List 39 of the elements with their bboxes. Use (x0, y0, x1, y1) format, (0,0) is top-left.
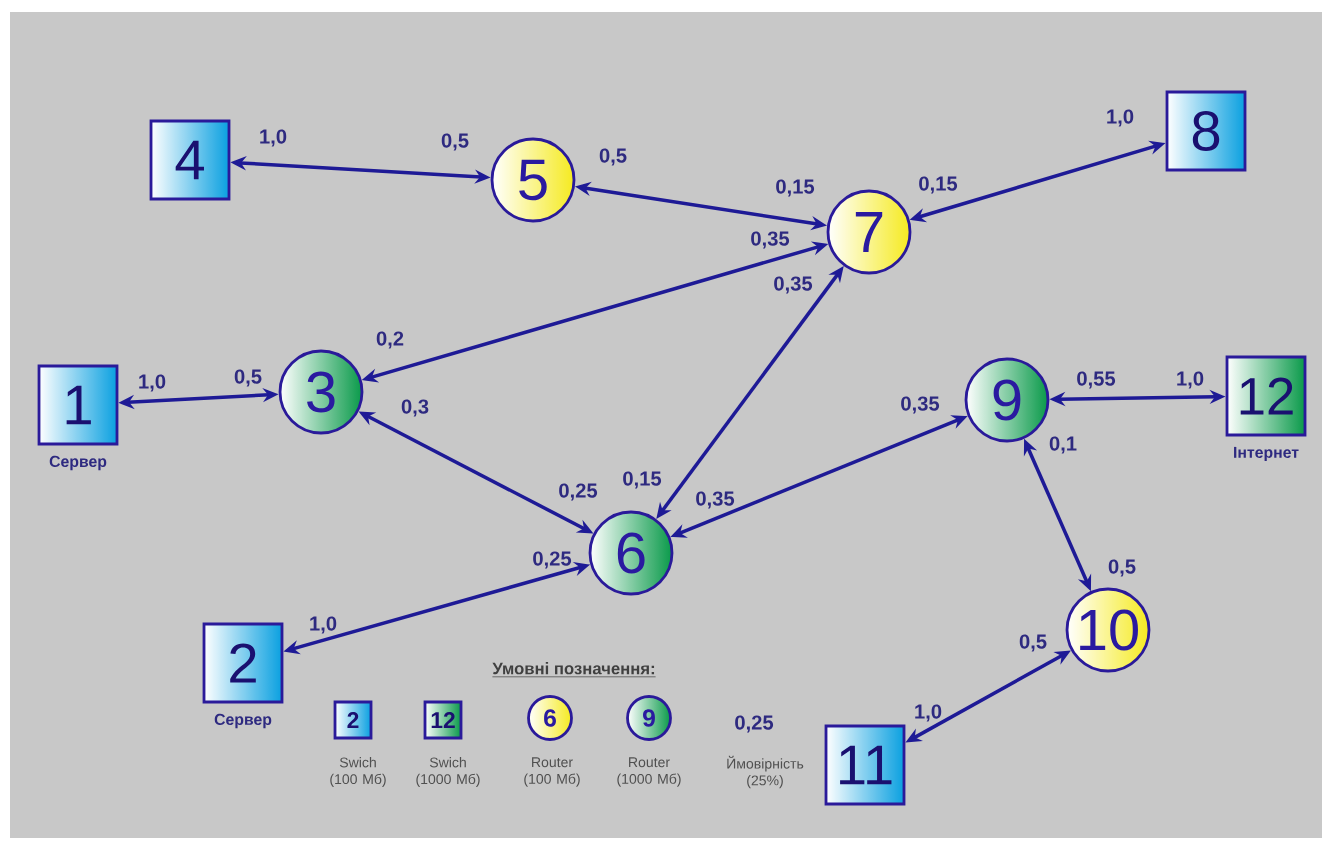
probability-label: 1,0 (260, 129, 287, 147)
probability-label: 0,35 (751, 231, 790, 249)
switch-box: 8 (1165, 90, 1247, 172)
legend-text: Ймовірність (25%) (727, 755, 804, 789)
probability-label: 0,1 (1049, 436, 1077, 454)
switch-box: 12 (1225, 355, 1307, 437)
node-caption: Сервер (214, 713, 272, 729)
node-caption: Сервер (49, 455, 107, 471)
probability-label: 0,15 (919, 176, 958, 194)
probability-label: 1,0 (310, 616, 337, 634)
probability-label: 0,25 (559, 483, 598, 501)
switch-box: 11 (824, 724, 906, 806)
probability-label: 1,0 (139, 374, 166, 392)
probability-label: 0,35 (774, 276, 813, 294)
legend-heading: Умовні позначення: (492, 662, 656, 678)
probability-label: 0,15 (623, 471, 662, 489)
probability-label: 0,35 (696, 491, 735, 509)
probability-label: 0,2 (376, 331, 404, 349)
legend-text: Swich (1000 Мб) (416, 757, 480, 787)
probability-label: 0,5 (234, 369, 262, 387)
legend-text: Swich (100 Мб) (330, 757, 386, 787)
probability-label: 0,3 (401, 399, 429, 417)
switch-box: 4 (149, 119, 231, 201)
probability-label: 0,25 (533, 551, 572, 569)
probability-label: 0,15 (776, 179, 815, 197)
probability-label: 0,35 (901, 396, 940, 414)
probability-label: 1,0 (1107, 109, 1134, 127)
switch-box: 2 (202, 622, 284, 704)
probability-label: 0,25 (735, 715, 774, 733)
probability-label: 1,0 (915, 704, 942, 722)
probability-label: 1,0 (1177, 371, 1204, 389)
probability-label: 0,55 (1077, 371, 1116, 389)
probability-label: 0,5 (599, 148, 627, 166)
switch-box: 1 (37, 364, 119, 446)
probability-label: 0,5 (1019, 634, 1047, 652)
legend-text: Router (1000 Мб) (617, 757, 681, 787)
legend-text: Router (100 Мб) (524, 757, 580, 787)
node-caption: Інтернет (1234, 446, 1299, 462)
probability-label: 0,5 (441, 133, 469, 151)
